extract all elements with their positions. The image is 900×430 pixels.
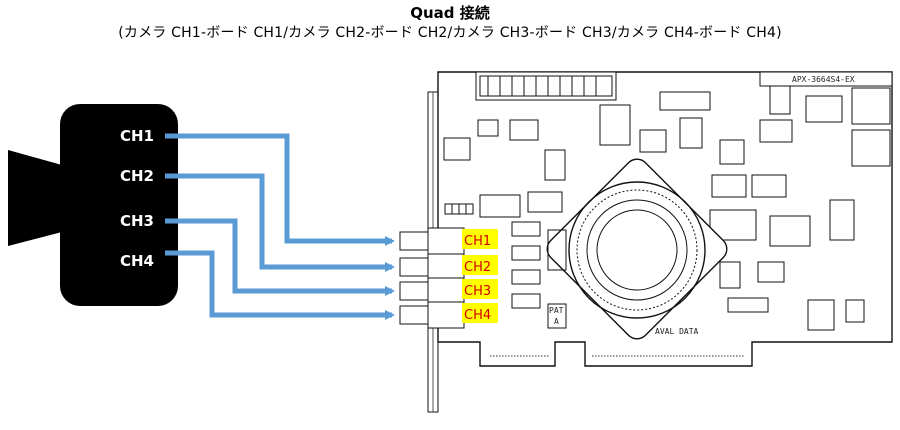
- camera-ch1-label: CH1: [120, 127, 154, 145]
- camera: CH1 CH2 CH3 CH4: [8, 104, 178, 306]
- camera-ch3-label: CH3: [120, 212, 154, 230]
- board-brand-label: AVAL DATA: [655, 327, 699, 336]
- camera-ch2-label: CH2: [120, 167, 154, 185]
- cable-ch3-arrow: [165, 218, 395, 296]
- board-ch4-label: CH4: [464, 308, 491, 323]
- capture-board: APX-3664S4-EX: [399, 71, 893, 413]
- board-channel-labels: CH1 CH2 CH3 CH4: [462, 229, 498, 323]
- board-ch4-box: [462, 303, 498, 323]
- board-ch3-label: CH3: [464, 284, 491, 299]
- camera-body: [60, 104, 178, 306]
- board-model-label: APX-3664S4-EX: [792, 75, 855, 84]
- cable-arrows: [165, 133, 395, 320]
- fan-outer-ring: [568, 181, 706, 319]
- board-ch3-box: [462, 279, 498, 299]
- board-ch2-label: CH2: [464, 260, 491, 275]
- diagram-title: Quad 接続: [410, 4, 490, 22]
- board-ch1-label: CH1: [464, 234, 491, 249]
- diagram-subtitle: (カメラ CH1-ボード CH1/カメラ CH2-ボード CH2/カメラ CH3…: [118, 25, 782, 41]
- cable-ch4-arrow: [165, 250, 395, 320]
- board-bnc-connectors: [399, 227, 465, 329]
- camera-lens: [8, 150, 62, 246]
- camera-ch4-label: CH4: [120, 252, 154, 270]
- pat-value: A: [554, 317, 559, 326]
- board-ch1-box: [462, 229, 498, 249]
- cable-ch2-arrow: [165, 173, 395, 272]
- cable-ch1-arrow: [165, 133, 395, 246]
- pat-label: PAT: [549, 306, 564, 315]
- fan-hub: [596, 209, 678, 291]
- board-ch2-box: [462, 255, 498, 275]
- pat-marking-box: [547, 303, 567, 329]
